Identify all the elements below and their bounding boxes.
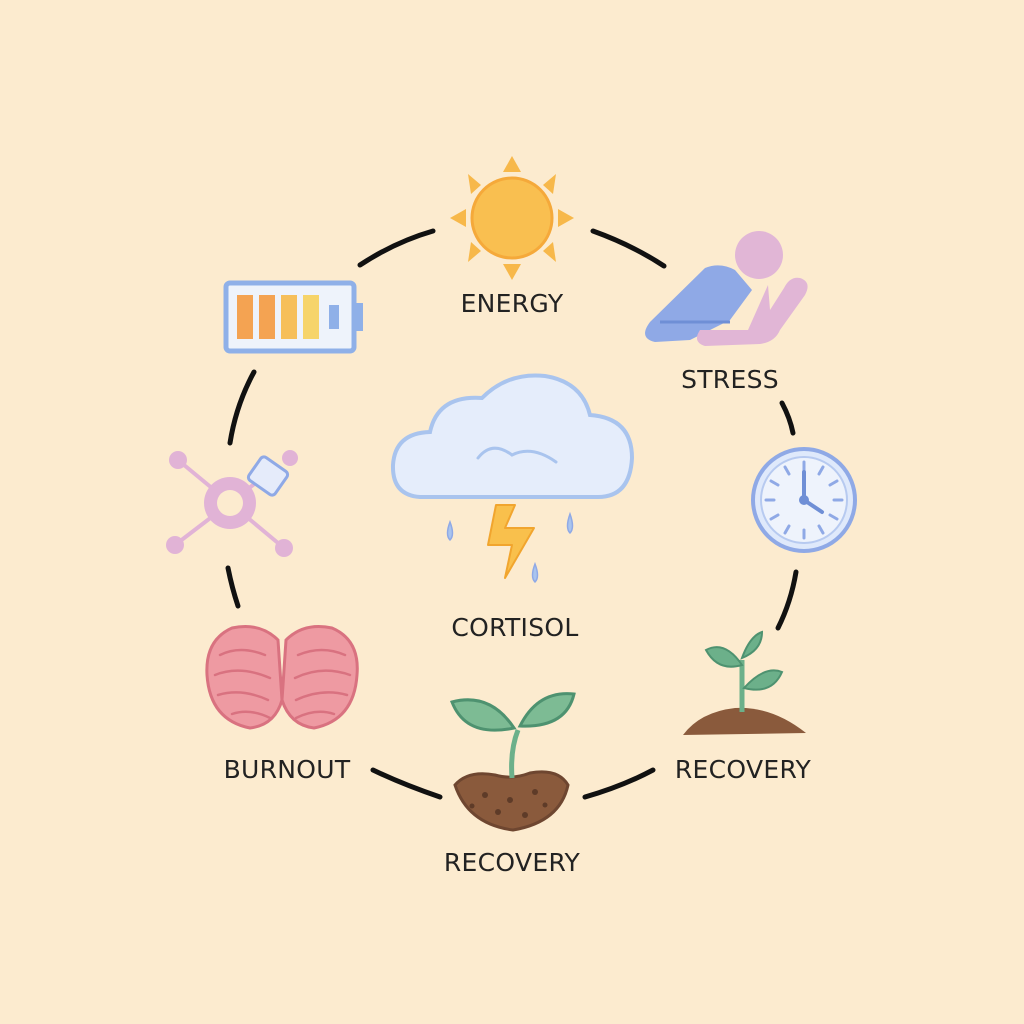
brain-icon [205,625,359,730]
ring-segment-clock-recovery [775,569,799,631]
ring-segment-energy-stress [590,228,667,269]
recovery-bottom-label: RECOVERY [444,848,581,877]
cortisol-label: CORTISOL [451,613,578,642]
ring-segment-seedling-burnout [370,767,443,800]
person-resting-icon [645,231,808,346]
cycle-ring [225,228,799,800]
burnout-label: BURNOUT [224,755,351,784]
ring-segment-burnout-network [225,565,241,609]
seedling-soil-icon [449,692,576,832]
sun-icon [450,156,574,280]
clock-icon [751,447,857,553]
energy-label: ENERGY [461,289,564,318]
storm-cloud-icon [390,373,635,584]
ring-segment-battery-energy [357,228,436,268]
ring-segment-network-battery [227,369,257,446]
ring-segment-recovery-seedling [582,767,656,800]
stress-label: STRESS [681,365,779,394]
recovery-right-label: RECOVERY [675,755,812,784]
battery-icon [223,280,363,354]
ring-segment-stress-clock [779,400,796,436]
network-icon [166,450,298,557]
sprout-icon [683,630,806,735]
